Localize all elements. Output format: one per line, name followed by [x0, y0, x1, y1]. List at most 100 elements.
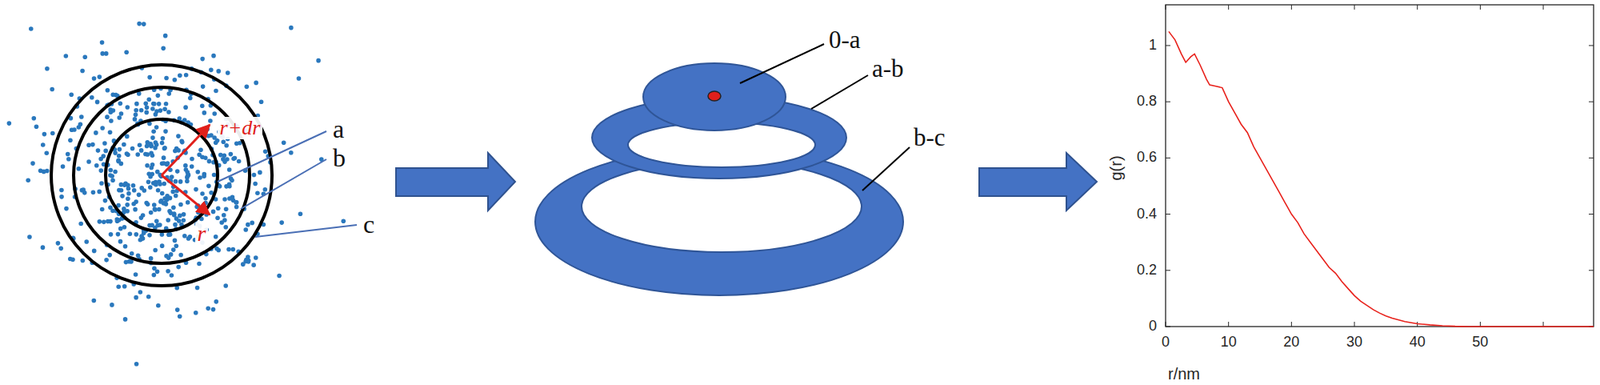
scatter-point — [146, 294, 152, 300]
tick-mark — [1588, 101, 1594, 103]
scatter-point — [148, 174, 153, 180]
scatter-points — [7, 21, 347, 367]
scatter-point — [234, 204, 240, 210]
scatter-point — [132, 207, 138, 212]
scatter-point — [176, 148, 181, 153]
scatter-point — [151, 128, 156, 134]
scatter-point — [119, 161, 124, 167]
scatter-point — [141, 21, 147, 27]
scatter-point — [27, 234, 32, 240]
scatter-point — [220, 139, 226, 144]
scatter-point — [97, 219, 103, 224]
scatter-point — [124, 104, 130, 110]
scatter-point — [72, 127, 77, 132]
scatter-point — [152, 206, 158, 212]
scatter-point — [133, 272, 139, 277]
scatter-point — [195, 169, 200, 175]
scatter-point — [98, 168, 104, 173]
scatter-point — [252, 181, 258, 187]
scatter-point — [232, 156, 238, 161]
scatter-point — [123, 316, 128, 322]
scatter-point — [164, 101, 169, 107]
scatter-point — [133, 295, 139, 300]
scatter-point — [68, 137, 73, 143]
scatter-point — [139, 215, 144, 220]
tick-mark — [1588, 44, 1594, 46]
scatter-point — [60, 164, 66, 169]
scatter-point — [160, 243, 165, 248]
scatter-point — [170, 189, 176, 195]
leader-lines — [217, 131, 357, 237]
scatter-point — [80, 68, 85, 74]
scatter-point — [150, 162, 156, 168]
shell-circles — [51, 64, 272, 286]
scatter-point — [150, 152, 156, 158]
tick-mark — [1165, 321, 1167, 327]
scatter-point — [105, 88, 111, 93]
scatter-point — [124, 208, 130, 214]
scatter-point — [152, 248, 158, 253]
scatter-point — [100, 207, 105, 212]
scatter-point — [208, 68, 214, 73]
scatter-point — [178, 252, 184, 258]
scatter-point — [101, 220, 107, 225]
scatter-point — [263, 187, 268, 192]
scatter-point — [117, 100, 123, 106]
scatter-point — [137, 142, 143, 148]
scatter-point — [28, 26, 34, 32]
scatter-point — [218, 152, 224, 158]
scatter-point — [169, 174, 175, 180]
scatter-point — [119, 188, 124, 193]
outer-circle — [51, 64, 272, 286]
scatter-point — [160, 136, 166, 141]
scatter-point — [103, 198, 108, 204]
tick-mark — [1291, 321, 1292, 327]
scatter-point — [156, 207, 162, 212]
scatter-point — [123, 181, 128, 187]
tick-mark — [1291, 4, 1292, 10]
scatter-point — [108, 232, 114, 237]
scatter-point — [111, 108, 116, 113]
scatter-point — [119, 182, 124, 188]
scatter-point — [108, 168, 113, 173]
scatter-point — [224, 156, 230, 162]
scatter-point — [153, 180, 159, 185]
scatter-point — [172, 238, 178, 244]
tick-mark — [1228, 321, 1229, 327]
leader-line — [255, 224, 357, 237]
tick-label: 0 — [1148, 318, 1157, 335]
scatter-point — [205, 306, 211, 312]
scatter-point — [185, 200, 191, 205]
scatter-point — [245, 254, 251, 260]
scatter-point — [176, 133, 181, 139]
scatter-point — [189, 164, 195, 169]
scatter-point — [110, 208, 116, 213]
scatter-point — [227, 181, 232, 187]
scatter-point — [100, 40, 105, 45]
scatter-point — [188, 96, 193, 101]
scatter-point — [144, 163, 150, 168]
scatter-point — [154, 124, 160, 130]
scatter-point — [150, 106, 156, 112]
scatter-point — [100, 153, 106, 159]
scatter-point — [122, 224, 128, 230]
scatter-point — [224, 143, 229, 148]
scatter-point — [144, 110, 149, 116]
scatter-point — [124, 151, 130, 156]
scatter-point — [84, 239, 89, 244]
scatter-point — [112, 169, 118, 175]
scatter-point — [136, 21, 142, 27]
scatter-point — [34, 124, 40, 129]
scatter-point — [203, 196, 208, 201]
scatter-point — [86, 142, 92, 148]
scatter-point — [166, 109, 172, 115]
tick-mark — [1588, 269, 1594, 271]
scatter-point — [151, 101, 156, 107]
scatter-point — [316, 58, 321, 64]
radius-label: r+dr — [217, 116, 264, 140]
scatter-point — [44, 151, 49, 156]
scatter-point — [340, 218, 346, 224]
scatter-point — [50, 131, 56, 136]
scatter-point — [78, 221, 84, 227]
scatter-point — [153, 112, 159, 117]
